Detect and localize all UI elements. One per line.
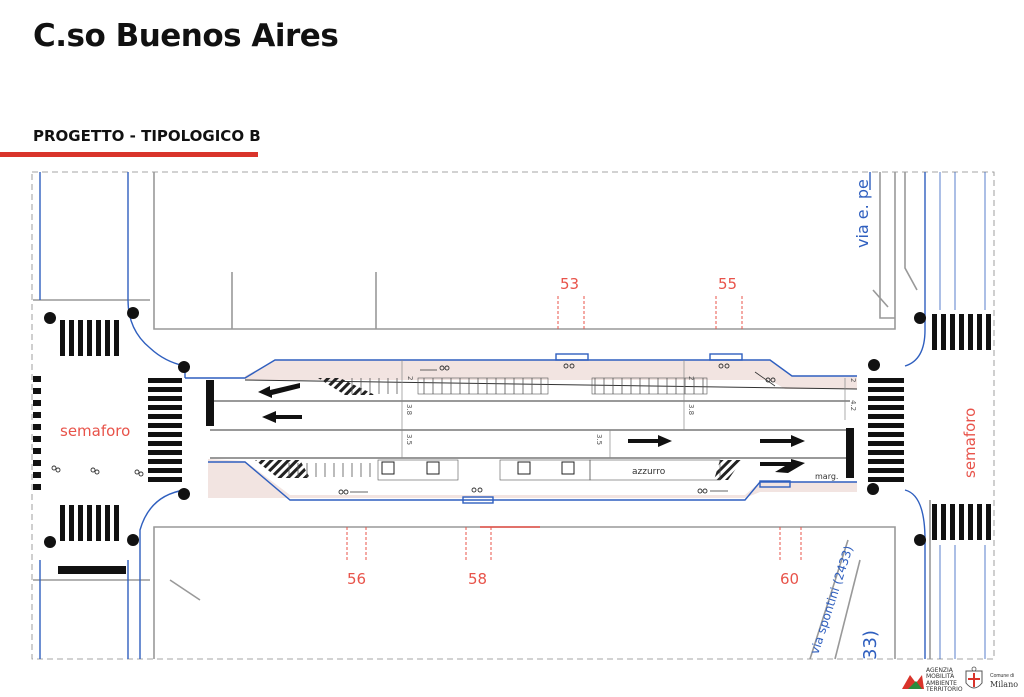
hatch-south-east [714,460,742,480]
dimension-label: 4.2 [849,400,857,411]
sidewalk-south [208,459,857,498]
plan-frame [31,171,995,660]
dimension-lines [401,360,846,458]
page-title: C.so Buenos Aires [33,18,339,54]
dimension-label: 2 [406,376,414,380]
dimension-label: 3.5 [595,434,603,445]
street-label-top-right: via e. pe [853,179,872,248]
signal-label-west: semaforo [60,422,130,440]
accent-bar [0,152,258,157]
crosswalk-se [932,504,991,540]
agency-logos [902,666,983,689]
bike-racks-south [283,463,378,477]
loading-bay-1 [377,459,459,481]
stop-bar-sw [58,566,126,574]
dimension-label: 2 [849,378,857,382]
civic-number: 55 [718,275,737,293]
bike-racks-north [345,378,405,394]
section-subtitle: PROGETTO - TIPOLOGICO B [33,127,261,145]
crosswalks [33,314,991,541]
arrow-west [262,411,302,423]
parking-north-2 [591,377,708,395]
bottom-fragment-label: 33) [860,630,881,660]
curb-lines [39,172,926,659]
sidewalk-north [245,360,857,389]
loading-bay-2 [499,459,591,481]
civic-markers [346,296,802,562]
street-label-bottom: via spontini (2433) [808,544,856,656]
lane-label: azzurro [632,467,666,477]
short-label: marg. [815,472,838,481]
arrow-east-2 [760,435,805,447]
arrow-east-1 [628,435,672,447]
city-name: Milano [990,680,1019,689]
lane-arrows [258,383,805,473]
signal-label-east: semaforo [961,408,979,478]
dimension-label: 2 [687,376,695,380]
crosswalk-east [868,378,904,482]
pictograms [381,461,575,475]
civic-number: 60 [780,570,799,588]
dimension-label: 3.8 [405,404,413,415]
crosswalk-sw [60,505,119,541]
stop-bar-west [206,380,214,426]
agency-name: AGENZIA MOBILITÀ AMBIENTE TERRITORIO [926,667,963,693]
parking-north-1 [417,377,549,395]
dimension-label: 3.8 [687,404,695,415]
crosswalk-west-edge [33,376,41,490]
city-prefix: Comune di [990,673,1015,679]
traffic-light-icons [44,307,926,548]
arrow-east-turn [760,459,805,473]
crosswalk-ne [932,314,991,350]
dimension-label: 3.5 [405,434,413,445]
stop-bar-east [846,428,854,478]
bicycle-icons [51,363,776,495]
civic-number: 58 [468,570,487,588]
crosswalk-west [148,378,182,482]
civic-number: 56 [347,570,366,588]
small-arrows [350,369,776,493]
arrow-west-turn [258,383,300,398]
crosswalk-nw [60,320,119,356]
milano-crest-icon [965,666,983,689]
right-street-lines [939,172,986,659]
lane-box [589,459,721,481]
civic-number: 53 [560,275,579,293]
